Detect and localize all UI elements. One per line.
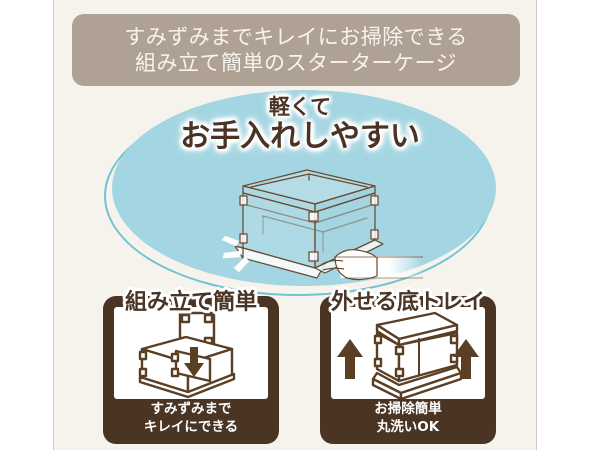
removable-tray-icon — [337, 311, 479, 399]
feature-title-tray: 外せる底トレイ — [330, 290, 485, 315]
header-banner: すみずみまでキレイにお掃除できる 組み立て簡単のスターターケージ — [72, 14, 520, 86]
feature-title-assembly: 組み立て簡単 — [124, 290, 257, 315]
header-line-2: 組み立て簡単のスターターケージ — [134, 51, 458, 75]
feature-caption-tray: お掃除簡単 丸洗いOK — [320, 400, 496, 436]
header-line-1: すみずみまでキレイにお掃除できる — [124, 24, 468, 49]
feature-figure-assembly — [114, 307, 268, 399]
feature-panel-assembly: すみずみまで キレイにできる — [103, 296, 279, 444]
feature-panel-tray: お掃除簡単 丸洗いOK — [320, 296, 496, 444]
feature-caption-tray-line-1: お掃除簡単 — [374, 401, 442, 417]
feature-figure-tray — [331, 307, 485, 399]
feature-caption-assembly: すみずみまで キレイにできる — [103, 400, 279, 436]
cage-assembly-icon — [138, 311, 236, 399]
feature-caption-tray-line-2: 丸洗いOK — [376, 419, 440, 436]
hero-cage-illustration — [221, 169, 423, 281]
feature-caption-assembly-line-2: キレイにできる — [143, 419, 239, 436]
feature-caption-assembly-line-1: すみずみまで — [150, 401, 232, 417]
